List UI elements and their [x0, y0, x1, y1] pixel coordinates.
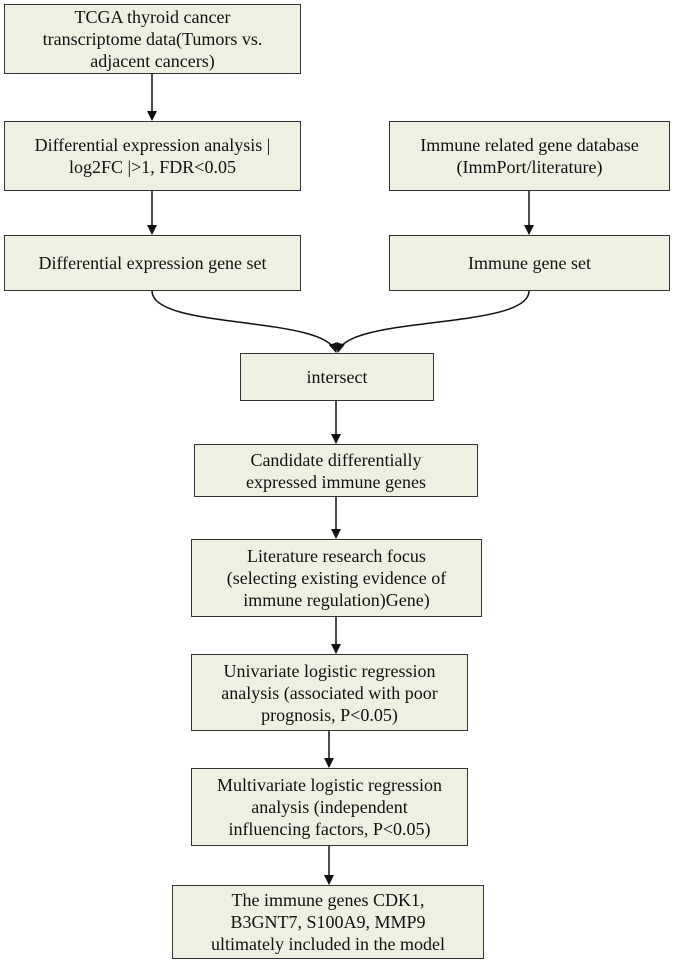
node-candidate-immune-genes: Candidate differentially expressed immun…: [194, 444, 478, 497]
arrow-deg-set-to-intersect: [151, 290, 339, 353]
node-tcga-data: TCGA thyroid cancer transcriptome data(T…: [4, 4, 301, 74]
node-final-model-genes: The immune genes CDK1, B3GNT7, S100A9, M…: [172, 885, 484, 959]
node-immune-gene-database: Immune related gene database (ImmPort/li…: [389, 121, 670, 191]
node-literature-research: Literature research focus (selecting exi…: [191, 539, 482, 617]
node-univariate-regression: Univariate logistic regression analysis …: [191, 654, 468, 731]
node-multivariate-regression: Multivariate logistic regression analysi…: [191, 768, 468, 846]
arrow-immune-set-to-intersect: [335, 290, 530, 353]
node-intersect: intersect: [240, 353, 434, 401]
node-immune-gene-set: Immune gene set: [389, 235, 670, 291]
node-differential-expression-gene-set: Differential expression gene set: [4, 235, 301, 291]
node-differential-expression-analysis: Differential expression analysis | log2F…: [4, 121, 301, 191]
